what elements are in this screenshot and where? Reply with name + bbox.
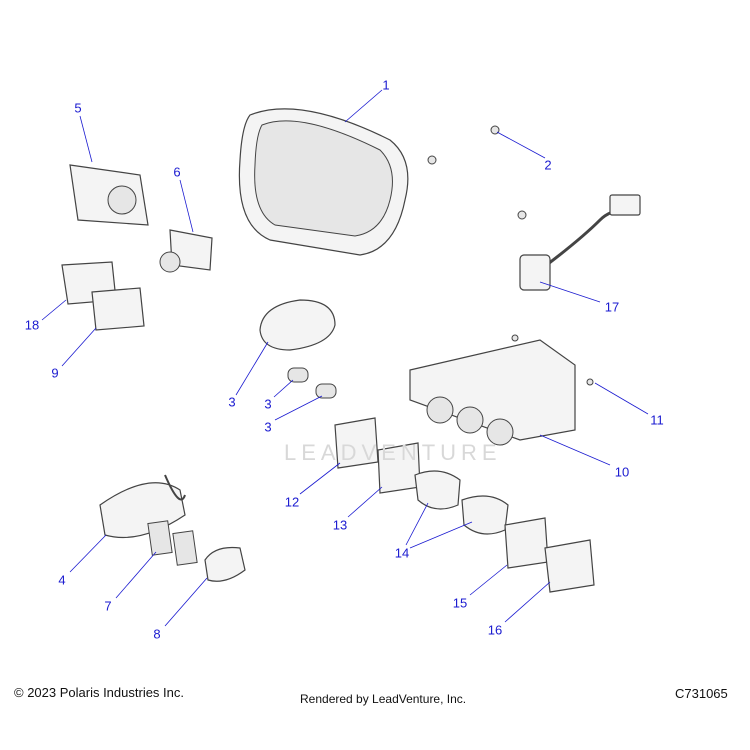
part-instrument-cluster [238,108,409,256]
callout-3[interactable]: 3 [264,419,272,435]
callout-12[interactable]: 12 [284,494,300,510]
callout-4[interactable]: 4 [58,572,66,588]
callout-17[interactable]: 17 [604,299,620,315]
callout-14[interactable]: 14 [394,545,410,561]
callout-2[interactable]: 2 [544,157,552,173]
diagram-code: C731065 [675,686,728,701]
callout-3[interactable]: 3 [264,396,272,412]
callout-11[interactable]: 11 [650,412,664,428]
watermark: LEADVENTURE [284,440,502,465]
callout-8[interactable]: 8 [153,626,161,642]
callout-7[interactable]: 7 [104,598,112,614]
callout-9[interactable]: 9 [51,365,59,381]
callout-10[interactable]: 10 [614,464,630,480]
leader-lines [41,89,649,627]
callout-6[interactable]: 6 [173,164,181,180]
callout-13[interactable]: 13 [332,517,348,533]
callout-15[interactable]: 15 [452,595,468,611]
rendered-by: Rendered by LeadVenture, Inc. [300,692,467,706]
callout-16[interactable]: 16 [487,622,503,638]
callout-18[interactable]: 18 [24,317,40,333]
callout-5[interactable]: 5 [74,100,82,116]
callout-3[interactable]: 3 [228,394,236,410]
copyright: © 2023 Polaris Industries Inc. [14,685,184,700]
callout-1[interactable]: 1 [382,77,390,93]
